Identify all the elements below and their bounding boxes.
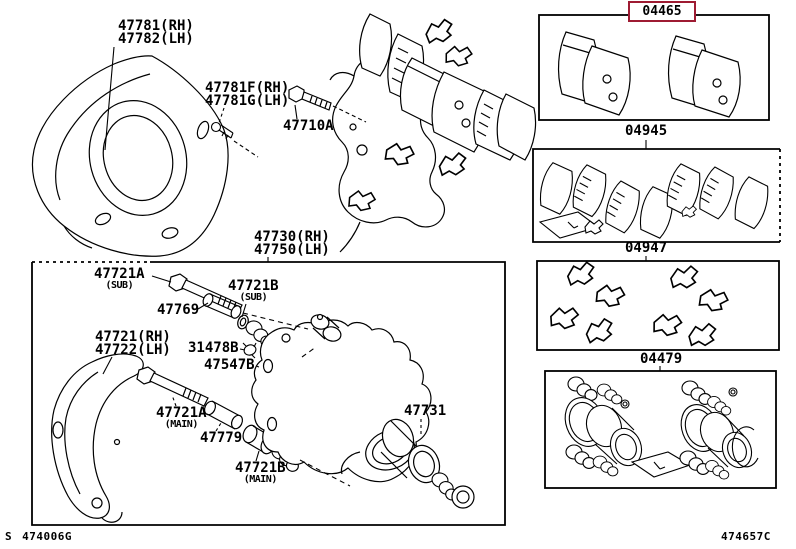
part-label-caliper-assembly[interactable]: 47730(RH) 47750(LH)	[254, 229, 330, 258]
sleeve-47779-drawing	[203, 400, 244, 430]
sleeve-47769-drawing	[202, 293, 242, 319]
part-number: 47782(LH)	[118, 30, 194, 47]
part-label-bush-sub[interactable]: 47721B (SUB)	[228, 278, 279, 303]
piston-drawing	[380, 418, 475, 509]
variant-label: (MAIN)	[164, 418, 199, 430]
part-label-torque-plate[interactable]: 47721(RH) 47722(LH)	[95, 329, 171, 358]
part-number: 47722(LH)	[95, 341, 171, 358]
caliper-assembly-box-frame	[31, 261, 506, 526]
selected-kit-highlight-box[interactable]: 04465	[628, 1, 696, 22]
shim-kit-drawing	[537, 161, 772, 240]
part-label-shield-bolt[interactable]: 47781F(RH) 47781G(LH)	[205, 80, 290, 109]
fitting-kit-box-frame	[536, 260, 780, 351]
figure-code-right: 474657C	[721, 530, 771, 543]
part-label-dust-shield[interactable]: 47781(RH) 47782(LH)	[118, 18, 194, 47]
kit-label-04945[interactable]: 04945	[625, 123, 668, 139]
part-number: 47781G(LH)	[205, 92, 290, 109]
figure-code-left: S 474006G	[5, 530, 72, 543]
kit-label-04947[interactable]: 04947	[625, 240, 668, 256]
variant-label: (SUB)	[239, 291, 268, 303]
part-number: 47721(RH)	[95, 329, 171, 345]
shield-bolt-drawing	[210, 121, 234, 140]
part-number: 47750(LH)	[254, 241, 330, 258]
leader-lines	[102, 46, 661, 487]
variant-label: (MAIN)	[243, 473, 278, 485]
part-number: 47721A	[94, 266, 145, 282]
part-label-47779[interactable]: 47779	[200, 430, 243, 446]
part-number: 47721B	[228, 278, 279, 294]
part-number: 47781F(RH)	[205, 80, 290, 96]
part-label-bush-main[interactable]: 47721B (MAIN)	[235, 460, 286, 485]
part-label-47710a[interactable]: 47710A	[283, 118, 334, 134]
shim-kit-box-frame	[532, 148, 780, 243]
part-label-slide-pin-main[interactable]: 47721A (MAIN)	[156, 405, 207, 430]
figure-code-mark: S	[5, 530, 13, 543]
torque-plate-drawing	[51, 353, 144, 523]
figure-code-number: 474006G	[22, 530, 72, 543]
bolt-47710a-drawing	[288, 85, 332, 111]
part-label-47547b[interactable]: 47547B	[204, 357, 255, 373]
figure-code-number: 474657C	[721, 530, 771, 543]
kit-label-04479[interactable]: 04479	[640, 351, 683, 367]
part-label-47731[interactable]: 47731	[404, 403, 447, 419]
cylinder-kit-drawing	[564, 376, 759, 480]
slide-pin-main-drawing	[136, 366, 209, 407]
part-label-47769[interactable]: 47769	[157, 302, 200, 318]
part-number: 47730(RH)	[254, 229, 330, 245]
exploded-pads-drawing	[346, 13, 537, 214]
part-label-slide-pin-sub[interactable]: 47721A (SUB)	[94, 266, 145, 291]
fitting-kit-drawing	[548, 260, 731, 348]
part-number: 47781(RH)	[118, 18, 194, 34]
pad-kit-drawing	[557, 31, 741, 118]
part-number: 47721A	[156, 405, 207, 421]
dust-shield-drawing	[31, 55, 229, 257]
part-label-31478b[interactable]: 31478B	[188, 340, 239, 356]
variant-label: (SUB)	[105, 279, 134, 291]
kit-label-04465: 04465	[642, 4, 682, 19]
fitting-31478b-drawing	[242, 342, 257, 359]
part-number: 47721B	[235, 460, 286, 476]
